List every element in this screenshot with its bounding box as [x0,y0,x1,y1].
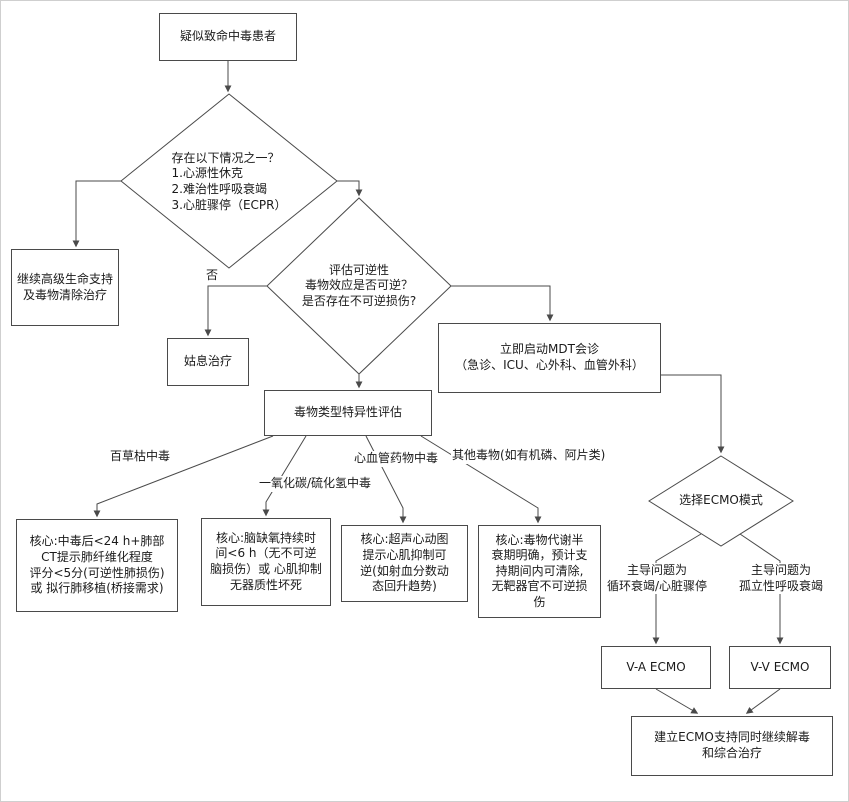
node-palliative-care: 姑息治疗 [167,338,249,386]
decision2-label: 评估可逆性 毒物效应是否可逆？ 是否存在不可逆损伤? [301,262,417,308]
edge-label-no: 否 [205,268,220,284]
edge-label-cardiovascular: 心血管药物中毒 [353,451,440,467]
node-establish-ecmo-support: 建立ECMO支持同时继续解毒 和综合治疗 [631,716,833,776]
node-vv-ecmo: V-V ECMO [729,646,831,689]
node-va-ecmo: V-A ECMO [601,646,711,689]
edge-vv-final [745,688,781,714]
decision3-label: 选择ECMO模式 [679,493,763,508]
edge-eval-core-paraquat [93,435,274,518]
node-core-cardiovascular: 核心:超声心动图 提示心肌抑制可 逆(如射血分数动 态回升趋势) [341,525,468,602]
edge-decision2-palliative [204,285,267,337]
decision1-label: 存在以下情况之一？ 1.心源性休克 2.难治性呼吸衰竭 3.心脏骤停（ECPR） [171,150,287,212]
edge-decision1-decision2 [337,180,363,197]
node-continue-life-support: 继续高级生命支持 及毒物清除治疗 [11,249,119,326]
node-mdt-consult: 立即启动MDT会诊 （急诊、ICU、心外科、血管外科） [438,323,661,393]
edge-va-final [655,688,699,714]
node-core-co-h2s: 核心:脑缺氧持续时 间<6 h（无不可逆 脑损伤）或 心肌抑制 无器质性坏死 [201,518,331,606]
node-suspected-poisoning: 疑似致命中毒患者 [159,13,297,61]
edge-label-respiratory-failure: 主导问题为 孤立性呼吸衰竭 [734,563,828,595]
edge-label-paraquat: 百草枯中毒 [109,449,172,465]
edge-label-co-h2s: 一氧化碳/硫化氢中毒 [258,476,373,492]
decision1-diamond [120,93,338,269]
edge-decision3-vv-ecmo [739,533,784,645]
node-toxin-type-evaluation: 毒物类型特异性评估 [264,390,432,436]
decision3-diamond [648,455,794,547]
edge-mdt-decision3 [661,374,725,454]
edge-label-circulatory-failure: 主导问题为 循环衰竭/心脏骤停 [601,563,713,595]
edge-decision2-mdt [451,285,554,322]
node-core-other-toxins: 核心:毒物代谢半 衰期明确，预计支 持期间内可清除, 无靶器官不可逆损 伤 [478,525,601,618]
edge-label-other-toxins: 其他毒物(如有机磷、阿片类) [451,448,607,464]
node-core-paraquat: 核心:中毒后<24 h+肺部 CT提示肺纤维化程度 评分<5分(可逆性肺损伤) … [16,519,178,612]
edge-decision3-va-ecmo [652,533,702,645]
edge-decision1-continue-support [72,180,121,248]
edge-eval-core-co-h2s [262,435,307,517]
